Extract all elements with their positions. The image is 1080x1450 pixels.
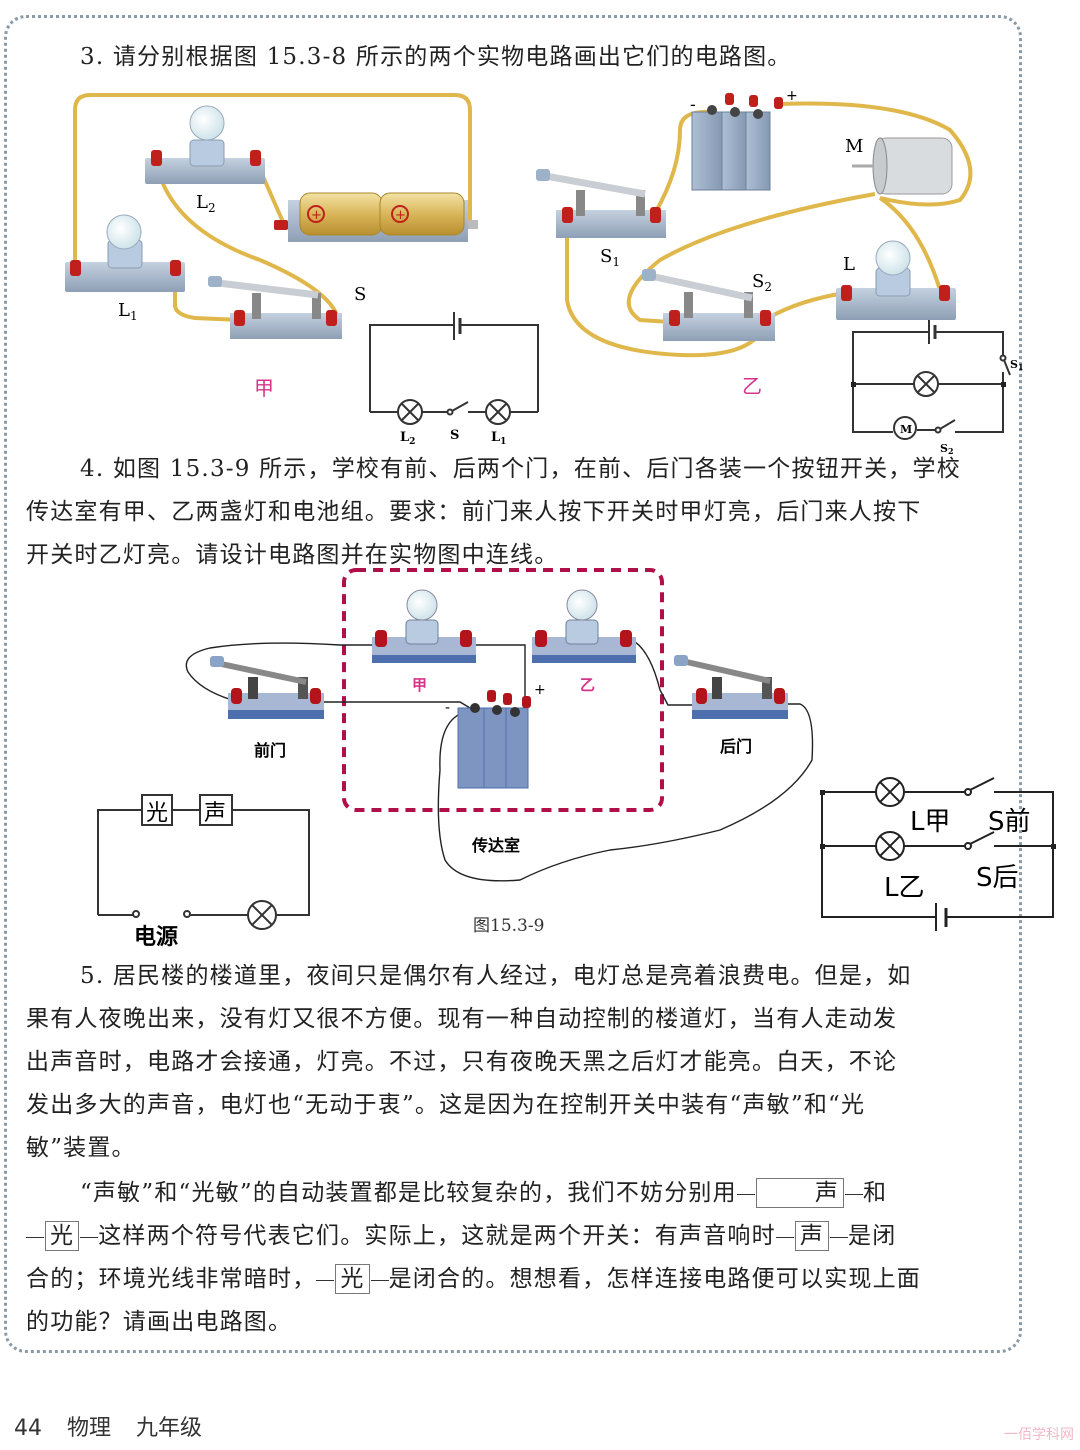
q4-line-1: 4. 如图 15.3-9 所示，学校有前、后两个门，在前、后门各装一个按钮开关，… bbox=[80, 456, 961, 482]
label-l: L bbox=[843, 254, 855, 275]
q5-line-4: 发出多大的声音，电灯也“无动于衷”。这是因为在控制开关中装有“声敏”和“光 bbox=[26, 1092, 866, 1118]
label-jia: 甲 bbox=[412, 676, 427, 694]
watermark: 一佰学科网 bbox=[1004, 1427, 1074, 1443]
switch-s2 bbox=[642, 269, 775, 341]
q5-p2-text: 是闭合的。想想看，怎样连接电路便可以实现上面 bbox=[388, 1266, 922, 1292]
ans-label-l-jia: L甲 bbox=[910, 807, 951, 837]
switch-back-door bbox=[674, 655, 788, 719]
lamp-l2 bbox=[145, 105, 265, 184]
ans-label-s1: S1 bbox=[1010, 358, 1024, 372]
fig-yi-physical: - + M S1 S2 bbox=[536, 88, 973, 398]
lamp-l bbox=[836, 240, 956, 320]
symbol-light: 光 bbox=[335, 1264, 370, 1294]
battery-box: + + bbox=[274, 192, 478, 242]
motor bbox=[852, 137, 953, 195]
page-footer: 44 物理 九年级 bbox=[14, 1410, 220, 1442]
caption-yi: 乙 bbox=[742, 374, 762, 398]
label-l1: L1 bbox=[118, 300, 138, 323]
q5-line-3: 出声音时，电路才会接通，灯亮。不过，只有夜晚天黑之后灯才能亮。白天，不论 bbox=[26, 1049, 898, 1075]
q5-p2-text: 这样两个符号代表它们。实际上，这就是两个开关：有声音响时 bbox=[98, 1223, 776, 1249]
subject: 物理 bbox=[67, 1416, 112, 1441]
room-battery-pos: + bbox=[534, 682, 546, 698]
page-number: 44 bbox=[14, 1416, 42, 1441]
symbol-sound: 声 bbox=[755, 1178, 845, 1208]
battery-pack-room bbox=[457, 690, 531, 789]
label-room: 传达室 bbox=[471, 836, 520, 855]
ans-label-s-back: S后 bbox=[976, 863, 1019, 893]
ans-label-l1: L1 bbox=[491, 430, 506, 447]
grade: 九年级 bbox=[136, 1416, 203, 1441]
wire bbox=[173, 272, 241, 322]
fig-yi-schematic bbox=[852, 320, 1011, 440]
ans-label-s: S bbox=[450, 428, 459, 443]
fig-15-3-9: 甲 乙 - + bbox=[185, 568, 814, 936]
ans-label-m: M bbox=[900, 423, 912, 436]
q4-line-2: 传达室有甲、乙两盏灯和电池组。要求：前门来人按下开关时甲灯亮，后门来人按下 bbox=[26, 499, 922, 525]
room-battery-neg: - bbox=[445, 700, 450, 716]
q5-line-2: 果有人夜晚出来，没有灯又很不方便。现有一种自动控制的楼道灯，当有人走动发 bbox=[26, 1006, 898, 1032]
svg-text:+: + bbox=[395, 208, 406, 223]
wire bbox=[156, 169, 340, 319]
svg-text:+: + bbox=[311, 208, 322, 223]
lamp-l1 bbox=[65, 214, 185, 292]
figure-caption: 图15.3-9 bbox=[473, 916, 544, 936]
q3-text: 3. 请分别根据图 15.3-8 所示的两个实物电路画出它们的电路图。 bbox=[80, 44, 792, 70]
ans-label-l-yi: L乙 bbox=[884, 873, 925, 903]
page-dotted-border bbox=[4, 15, 1022, 1353]
battery-pos-label: + bbox=[786, 88, 798, 104]
lamp-yi bbox=[532, 589, 636, 663]
q5-text: 5. 居民楼的楼道里，夜间只是偶尔有人经过，电灯总是亮着浪费电。但是，如 果有人… bbox=[26, 955, 1006, 1170]
symbol-sound: 声 bbox=[794, 1221, 830, 1251]
ans-sym-sound: 声 bbox=[204, 801, 226, 826]
battery-neg-label: - bbox=[690, 95, 696, 114]
ans-label-s-front: S前 bbox=[988, 807, 1031, 837]
fig-jia-schematic bbox=[369, 312, 539, 425]
q5-p2-text: “声敏”和“光敏”的自动装置都是比较复杂的，我们不妨分别用 bbox=[80, 1180, 737, 1206]
battery-pack bbox=[691, 93, 783, 191]
label-back-door: 后门 bbox=[720, 737, 752, 756]
label-l2: L2 bbox=[196, 192, 216, 215]
q5-p2-text: 是闭 bbox=[848, 1223, 897, 1249]
ans-label-l2: L2 bbox=[400, 430, 415, 447]
label-s: S bbox=[354, 284, 366, 305]
label-m: M bbox=[845, 136, 863, 157]
q5-p2-text: 的功能？请画出电路图。 bbox=[26, 1309, 293, 1335]
switch-s1 bbox=[536, 169, 666, 238]
q5-line-1: 5. 居民楼的楼道里，夜间只是偶尔有人经过，电灯总是亮着浪费电。但是，如 bbox=[80, 963, 912, 989]
switch-s bbox=[208, 276, 342, 339]
fig-jia-physical: L2 + + L1 bbox=[65, 93, 478, 400]
wire bbox=[73, 93, 472, 265]
q5-answer-schematic bbox=[97, 794, 310, 930]
q4-answer-schematic bbox=[821, 777, 1054, 931]
q5-p2-text: 合的；环境光线非常暗时， bbox=[26, 1266, 317, 1292]
label-s2: S2 bbox=[752, 271, 772, 294]
label-s1: S1 bbox=[600, 246, 620, 269]
q4-text: 4. 如图 15.3-9 所示，学校有前、后两个门，在前、后门各装一个按钮开关，… bbox=[26, 448, 1006, 577]
q5-line-5: 敏”装置。 bbox=[26, 1135, 136, 1161]
q5-p2-text: 和 bbox=[863, 1180, 888, 1206]
q4-line-3: 开关时乙灯亮。请设计电路图并在实物图中连线。 bbox=[26, 542, 559, 568]
label-yi: 乙 bbox=[580, 676, 595, 694]
ans-sym-light: 光 bbox=[146, 801, 168, 826]
caption-jia: 甲 bbox=[254, 376, 274, 400]
symbol-light: 光 bbox=[45, 1221, 80, 1251]
ans-label-s2: S2 bbox=[940, 442, 954, 456]
label-front-door: 前门 bbox=[254, 741, 286, 760]
ans-label-power: 电源 bbox=[134, 925, 178, 950]
switch-front-door bbox=[210, 656, 324, 719]
q5-paragraph-2: “声敏”和“光敏”的自动装置都是比较复杂的，我们不妨分别用声和 光这样两个符号代… bbox=[26, 1172, 1006, 1344]
lamp-jia bbox=[372, 589, 476, 663]
